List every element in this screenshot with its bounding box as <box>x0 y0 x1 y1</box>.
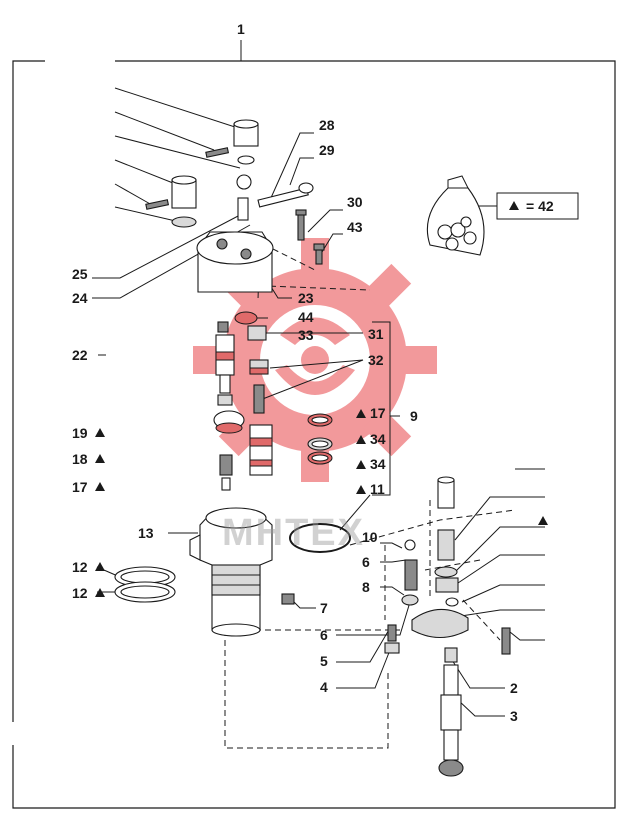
callout-19: 19 <box>72 425 88 441</box>
triangle-markers <box>95 409 548 597</box>
body-parts <box>114 507 351 637</box>
callout-34-a: 34 <box>370 431 386 447</box>
callout-18: 18 <box>72 451 88 467</box>
callout-13: 13 <box>138 525 154 541</box>
callout-8: 8 <box>362 579 370 595</box>
seal-kit-bag-icon <box>426 175 485 256</box>
leader-lines <box>92 87 545 717</box>
triangle-marker-icon <box>95 588 105 597</box>
callout-9: 9 <box>410 408 418 424</box>
callout-28: 28 <box>319 117 335 133</box>
callout-5: 5 <box>320 653 328 669</box>
callout-6-b: 6 <box>320 627 328 643</box>
callout-34-b: 34 <box>370 456 386 472</box>
callout-7: 7 <box>320 600 328 616</box>
kit-legend: = 42 <box>496 192 579 220</box>
triangle-marker-icon <box>95 454 105 463</box>
middle-parts <box>213 311 333 491</box>
triangle-marker-icon <box>356 409 366 418</box>
callout-10: 10 <box>362 529 378 545</box>
triangle-marker-icon <box>95 482 105 491</box>
triangle-marker-icon <box>538 516 548 525</box>
callout-2: 2 <box>510 680 518 696</box>
callout-labels: 1 28 29 30 43 25 24 23 44 33 31 22 32 17… <box>72 21 518 724</box>
callout-31: 31 <box>368 326 384 342</box>
callout-33: 33 <box>298 327 314 343</box>
upper-parts <box>145 119 325 293</box>
right-parts <box>384 476 511 777</box>
triangle-marker-icon <box>509 201 519 210</box>
callout-4: 4 <box>320 679 328 695</box>
callout-43: 43 <box>347 219 363 235</box>
triangle-marker-icon <box>95 562 105 571</box>
callout-12-b: 12 <box>72 585 88 601</box>
triangle-marker-icon <box>95 428 105 437</box>
watermark-text: MHTEX <box>222 512 365 554</box>
callout-12-a: 12 <box>72 559 88 575</box>
triangle-marker-icon <box>356 460 366 469</box>
callout-1: 1 <box>237 21 245 37</box>
drawing-frame <box>12 40 616 809</box>
callout-25: 25 <box>72 266 88 282</box>
kit-legend-text: = 42 <box>526 198 554 214</box>
callout-30: 30 <box>347 194 363 210</box>
callout-44: 44 <box>298 309 314 325</box>
callout-11: 11 <box>370 481 385 497</box>
callout-17-a: 17 <box>370 405 386 421</box>
triangle-marker-icon <box>356 485 366 494</box>
callout-32: 32 <box>368 352 384 368</box>
callout-29: 29 <box>319 142 335 158</box>
triangle-marker-icon <box>356 435 366 444</box>
callout-17-b: 17 <box>72 479 88 495</box>
callout-23: 23 <box>298 290 314 306</box>
callout-6-a: 6 <box>362 554 370 570</box>
callout-22: 22 <box>72 347 88 363</box>
callout-3: 3 <box>510 708 518 724</box>
callout-24: 24 <box>72 290 88 306</box>
